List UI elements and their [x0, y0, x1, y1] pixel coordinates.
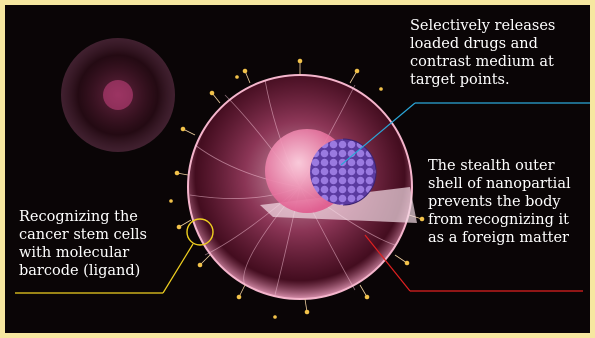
release-annotation: Selectively releases loaded drugs and co… [410, 17, 585, 89]
recognize-annotation: Recognizing the cancer stem cells with m… [19, 208, 189, 280]
stealth-annotation: The stealth outer shell of nanopartial p… [428, 157, 588, 247]
diagram-frame: Selectively releases loaded drugs and co… [5, 5, 590, 333]
background-cell [61, 38, 175, 152]
